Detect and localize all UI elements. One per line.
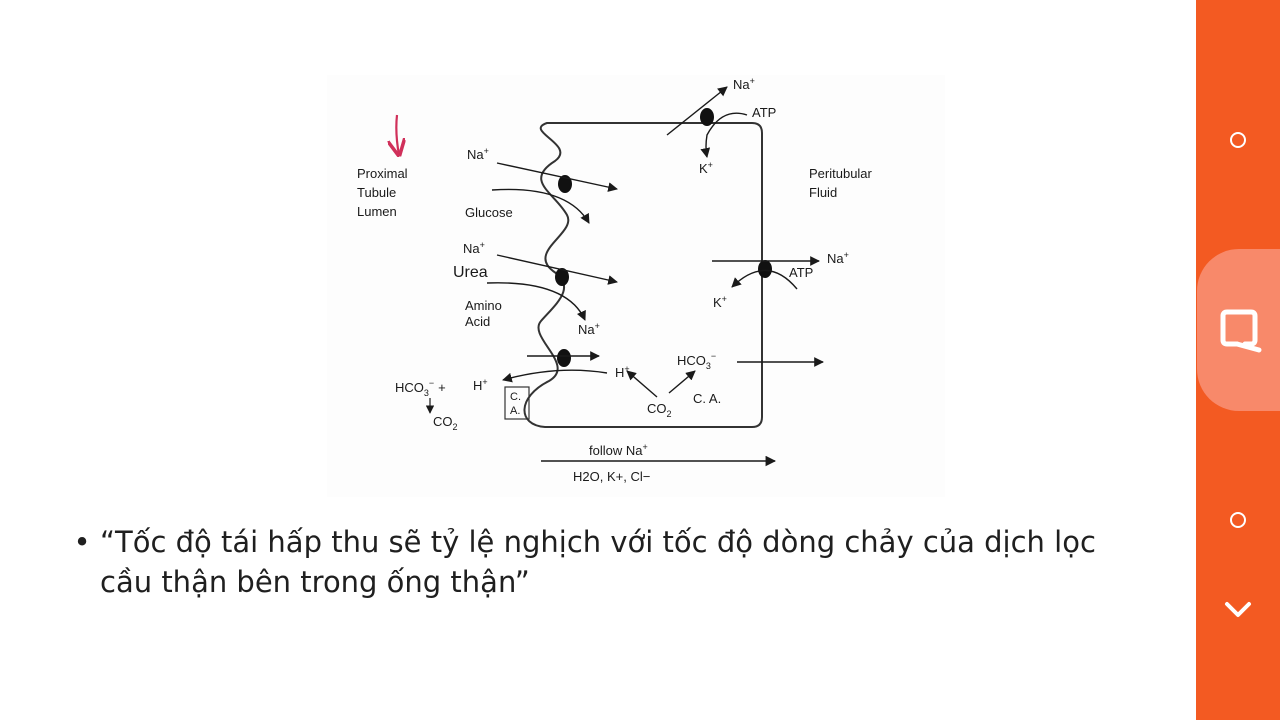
capture-icon	[1220, 309, 1261, 353]
label-amino-acid: Amino Acid	[465, 298, 505, 329]
bullet-point: • “Tốc độ tái hấp thu sẽ tỷ lệ nghịch vớ…	[72, 522, 1152, 602]
capture-button[interactable]	[1197, 249, 1280, 411]
circle-icon	[1230, 132, 1246, 148]
label-lumen: Proximal Tubule Lumen	[357, 166, 411, 219]
chevron-down-button[interactable]	[1196, 592, 1280, 628]
label-h-lumen: H+	[473, 377, 488, 393]
chevron-down-icon	[1225, 602, 1251, 617]
ca-box	[504, 386, 530, 420]
label-ca-cell: C. A.	[693, 391, 721, 406]
tubule-diagram-svg: Proximal Tubule Lumen Peritubular Fluid …	[357, 76, 876, 484]
label-co2-cell: CO2	[647, 401, 672, 419]
label-peritubular: Peritubular Fluid	[809, 166, 876, 200]
circle-button-top[interactable]	[1196, 122, 1280, 158]
label-ca-box: C. A.	[510, 391, 524, 417]
slide: Proximal Tubule Lumen Peritubular Fluid …	[72, 75, 1152, 602]
label-na-1: Na+	[467, 146, 489, 162]
transporter-3	[557, 349, 571, 367]
label-na-2: Na+	[463, 240, 485, 256]
tubule-diagram: Proximal Tubule Lumen Peritubular Fluid …	[327, 75, 945, 497]
label-urea: Urea	[453, 264, 488, 281]
annotation-arrow	[396, 114, 399, 155]
pump-top	[700, 108, 714, 126]
label-hco3-cell: HCO3−	[677, 351, 716, 371]
bullet-text: “Tốc độ tái hấp thu sẽ tỷ lệ nghịch với …	[100, 525, 1096, 599]
pump-right	[758, 260, 772, 278]
label-follow-na: follow Na+	[589, 442, 648, 458]
label-na-right: Na+	[827, 250, 849, 266]
label-na-top: Na+	[733, 76, 755, 92]
label-k-top: K+	[699, 160, 713, 176]
label-bottom-ions: H2O, K+, Cl−	[573, 469, 650, 484]
label-glucose: Glucose	[465, 205, 513, 220]
label-h-cell: H+	[615, 364, 630, 380]
transporter-1	[558, 175, 572, 193]
label-k-right: K+	[713, 294, 727, 310]
transporter-2	[555, 268, 569, 286]
circle-button-bottom[interactable]	[1196, 502, 1280, 538]
label-hco3-lumen: HCO3−+	[395, 378, 446, 398]
label-atp-top: ATP	[752, 105, 776, 120]
bullet-dot: •	[73, 525, 91, 559]
circle-icon	[1230, 512, 1246, 528]
label-na-3: Na+	[578, 321, 600, 337]
label-atp-right: ATP	[789, 265, 813, 280]
label-co2-lumen: CO2	[433, 414, 458, 432]
